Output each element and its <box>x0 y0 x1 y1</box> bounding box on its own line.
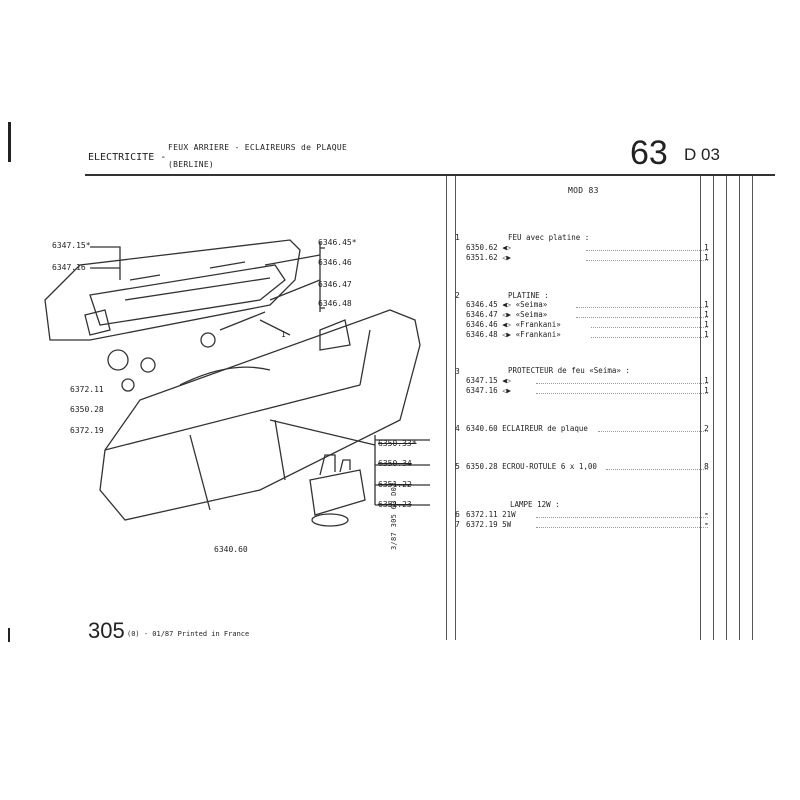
part-row: 6372.19 5W <box>466 520 716 530</box>
part-qty: 1 <box>704 253 709 262</box>
divider <box>700 176 701 640</box>
part-row: 6350.62 ◀▷ <box>466 243 716 253</box>
divider <box>726 176 727 640</box>
group-title-text: PLATINE : <box>508 291 549 300</box>
vertical-reference: 3/87 305 63 D03 <box>390 482 398 550</box>
part-ref: 6346.48 <box>466 330 498 339</box>
part-row: 6346.46 ◀▷ «Frankani» <box>466 320 716 330</box>
scan-mark <box>8 122 11 162</box>
model-number: 305 <box>88 618 125 643</box>
item-number: 5 <box>455 462 460 471</box>
item-number: 1 <box>455 233 460 242</box>
part-ref: 6346.45 <box>466 300 498 309</box>
part-desc: «Seima» <box>515 310 548 319</box>
part-qty: 1 <box>704 330 709 339</box>
part-row: 6347.16 ◁▶ <box>466 386 716 396</box>
group-number: 63 <box>630 134 668 172</box>
part-desc: «Frankani» <box>515 330 561 339</box>
part-qty: 1 <box>704 376 709 385</box>
part-row: 6340.60 ECLAIREUR de plaque <box>466 424 716 434</box>
part-row: 6346.45 ◀▷ «Seima» <box>466 300 716 310</box>
part-desc: «Seima» <box>515 300 548 309</box>
callout-label: 6347.15* <box>52 241 91 250</box>
part-row: 6350.28 ECROU-ROTULE 6 x 1,00 <box>466 462 716 472</box>
divider <box>455 176 456 640</box>
callout-ref: 1 <box>281 330 286 339</box>
part-ref: 6346.47 <box>466 310 498 319</box>
group-title: LAMPE 12W : <box>510 500 760 510</box>
group-title: PROTECTEUR de feu «Seima» : <box>508 366 758 376</box>
divider <box>713 176 714 640</box>
item-number: 2 <box>455 291 460 300</box>
sheet-code: D 03 <box>684 145 720 164</box>
part-ref: 6372.19 <box>466 520 498 529</box>
part-qty: 1 <box>704 243 709 252</box>
part-qty: 8 <box>704 462 709 471</box>
item-number: 6 <box>455 510 460 519</box>
callout-label: 6346.47 <box>318 280 352 289</box>
item-number: 3 <box>455 367 460 376</box>
part-row: 6372.11 21W <box>466 510 716 520</box>
part-qty: - <box>704 519 709 528</box>
mod-note: MOD 83 <box>568 186 599 195</box>
part-desc: 5W <box>502 520 512 529</box>
divider <box>446 176 447 640</box>
tail-lamp-diagram <box>44 239 430 527</box>
callout-label: 6346.46 <box>318 258 352 267</box>
scan-mark <box>8 628 10 642</box>
part-ref: 6347.15 <box>466 376 498 385</box>
edition-note: (0) - 01/87 Printed in France <box>127 630 250 638</box>
section-title: ELECTRICITE - <box>88 152 167 163</box>
part-ref: 6350.62 <box>466 243 498 252</box>
callout-label: 6340.60 <box>214 545 248 554</box>
group-title: PLATINE : <box>508 291 758 301</box>
part-line: 6350.28 ECROU-ROTULE 6 x 1,00 <box>466 462 597 471</box>
header-rule <box>85 174 775 176</box>
part-qty: 1 <box>704 310 709 319</box>
item-number: 4 <box>455 424 460 433</box>
group-title: FEU avec platine : <box>508 233 758 243</box>
part-ref: 6347.16 <box>466 386 498 395</box>
part-ref: 6372.11 <box>466 510 498 519</box>
part-row: 6351.62 ◁▶ <box>466 253 716 263</box>
part-row: 6346.48 ◁▶ «Frankani» <box>466 330 716 340</box>
part-ref: 6351.62 <box>466 253 498 262</box>
callout-label: 6351.22 <box>378 480 412 489</box>
callout-label: 6350.28 <box>70 405 104 414</box>
group-title-text: LAMPE 12W : <box>510 500 560 509</box>
group-title-text: PROTECTEUR de feu «Seima» : <box>508 366 630 375</box>
callout-label: 6347.16 <box>52 263 86 272</box>
part-line: 6340.60 ECLAIREUR de plaque <box>466 424 588 433</box>
callout-label: 6351.23 <box>378 500 412 509</box>
part-qty: 1 <box>704 320 709 329</box>
item-number: 7 <box>455 520 460 529</box>
part-row: 6346.47 ◁▶ «Seima» <box>466 310 716 320</box>
part-qty: 1 <box>704 386 709 395</box>
part-qty: - <box>704 509 709 518</box>
group-title-text: FEU avec platine : <box>508 233 590 242</box>
part-desc: 21W <box>502 510 516 519</box>
callout-label: 6346.48 <box>318 299 352 308</box>
callout-label: 6372.11 <box>70 385 104 394</box>
part-qty: 1 <box>704 300 709 309</box>
divider <box>739 176 740 640</box>
part-qty: 2 <box>704 424 709 433</box>
page-subtitle: (BERLINE) <box>168 160 215 169</box>
part-ref: 6346.46 <box>466 320 498 329</box>
callout-label: 6350.34 <box>378 459 412 468</box>
page-title: FEUX ARRIERE - ECLAIREURS de PLAQUE <box>168 143 348 152</box>
part-row: 6347.15 ◀▷ <box>466 376 716 386</box>
divider <box>752 176 753 640</box>
callout-label: 6350.33* <box>378 439 417 448</box>
callout-label: 6372.19 <box>70 426 104 435</box>
callout-label: 6346.45* <box>318 238 357 247</box>
part-desc: «Frankani» <box>515 320 561 329</box>
